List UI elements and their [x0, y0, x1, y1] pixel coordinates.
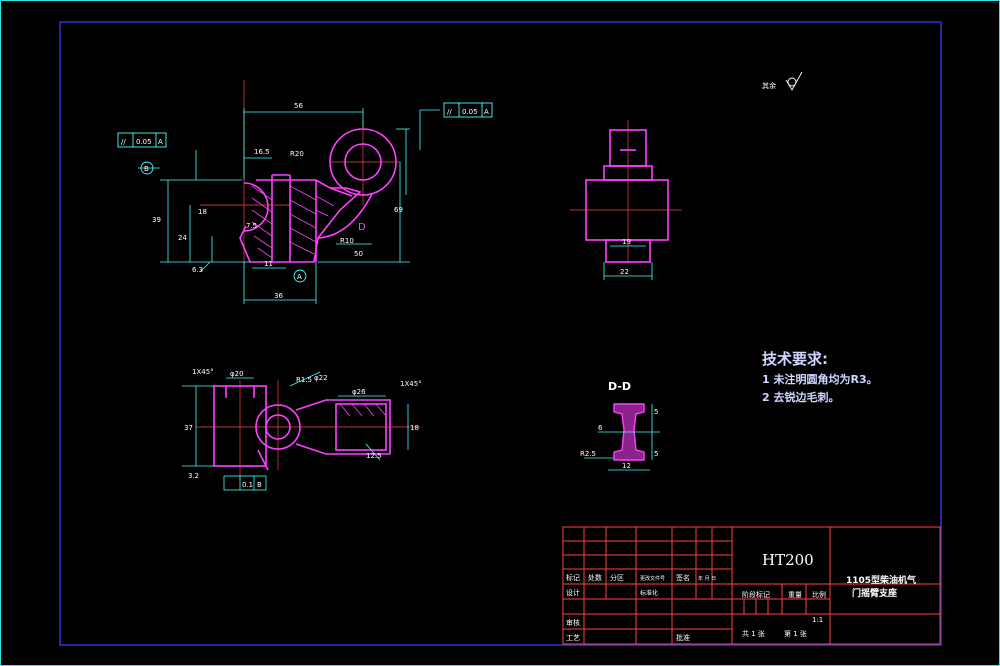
tol-left-sym: // — [121, 138, 126, 146]
section-mark-d: D — [358, 222, 366, 233]
dim-37: 37 — [184, 424, 193, 432]
tech-requirement-2: 2 去锐边毛刺。 — [762, 391, 840, 404]
tech-requirements-title: 技术要求: — [762, 350, 828, 368]
datum-b: B — [144, 165, 149, 173]
tb-date: 年 月 日 — [698, 575, 716, 582]
surface-roughness-symbol — [785, 71, 803, 91]
dim-18-top: 18 — [410, 424, 419, 432]
section-dim-5a: 5 — [654, 408, 658, 416]
front-view — [117, 80, 493, 304]
dim-phi26: φ26 — [352, 388, 366, 396]
tol-right-datum: A — [484, 108, 489, 116]
dim-56: 56 — [294, 102, 303, 110]
material-label: HT200 — [762, 551, 814, 569]
dim-6-3: 6.3 — [192, 266, 203, 274]
dim-50: 50 — [354, 250, 363, 258]
tb-zone: 分区 — [610, 573, 624, 582]
rest-surface-label: 其余 — [762, 81, 776, 90]
section-dim-12: 12 — [622, 462, 631, 470]
section-dd — [584, 403, 660, 471]
sheet-total: 共 1 张 — [742, 629, 765, 638]
tol-top-datum: B — [257, 481, 262, 489]
ratio-label: 比例 — [812, 590, 826, 599]
dim-16-5: 16.5 — [254, 148, 270, 156]
tol-top-val: 0.1 — [242, 481, 253, 489]
dim-39: 39 — [152, 216, 161, 224]
tb-approve: 批准 — [676, 633, 690, 642]
stage-label: 阶段标记 — [742, 590, 770, 599]
dim-phi22: φ22 — [314, 374, 328, 382]
dim-19: 19 — [622, 238, 631, 246]
tol-right-val: 0.05 — [462, 108, 478, 116]
tb-count: 处数 — [588, 573, 602, 582]
tol-right-sym: // — [447, 108, 452, 116]
dim-3-2: 3.2 — [188, 472, 199, 480]
tb-mark: 标记 — [566, 573, 580, 582]
section-label: D-D — [608, 380, 631, 393]
part-name-line2: 门摇臂支座 — [852, 587, 897, 599]
dim-24: 24 — [178, 234, 187, 242]
tol-left-datum: A — [158, 138, 163, 146]
dim-r20: R20 — [290, 150, 304, 158]
sheet-no: 第 1 张 — [784, 629, 807, 638]
tb-sign: 签名 — [676, 573, 690, 582]
dim-36: 36 — [274, 292, 283, 300]
tb-process: 工艺 — [566, 634, 580, 642]
side-view — [570, 120, 682, 280]
title-block — [562, 526, 941, 645]
drawing-border — [59, 21, 942, 646]
section-dim-r2-5: R2.5 — [580, 450, 596, 458]
dim-7-5: 7.5 — [246, 222, 257, 230]
dim-22: 22 — [620, 268, 629, 276]
top-view — [182, 371, 420, 491]
dim-11: 11 — [264, 260, 273, 268]
weight-label: 重量 — [788, 591, 802, 599]
tb-change-doc: 更改文件号 — [640, 575, 665, 582]
dim-phi20: φ20 — [230, 370, 244, 378]
dim-r10: R10 — [340, 237, 354, 245]
tech-requirements: 技术要求: 1 未注明圆角均为R3。 2 去锐边毛刺。 — [762, 348, 878, 405]
datum-a: A — [297, 273, 302, 281]
tb-review: 审核 — [566, 618, 580, 627]
dim-r1-5: R1.5 — [296, 376, 312, 384]
section-dim-5b: 5 — [654, 450, 658, 458]
tb-standard: 标准化 — [640, 589, 658, 597]
tb-design: 设计 — [566, 588, 580, 597]
tol-left-val: 0.05 — [136, 138, 152, 146]
dim-69: 69 — [394, 206, 403, 214]
section-dim-6: 6 — [598, 424, 603, 432]
dim-18: 18 — [198, 208, 207, 216]
part-name-line1: 1105型柴油机气 — [846, 574, 916, 586]
tech-requirement-1: 1 未注明圆角均为R3。 — [762, 373, 878, 386]
scale-value: 1:1 — [812, 616, 823, 624]
dim-chamfer-right: 1X45° — [400, 380, 422, 388]
dim-12-5: 12.5 — [366, 452, 382, 460]
dim-chamfer-left: 1X45° — [192, 368, 214, 376]
